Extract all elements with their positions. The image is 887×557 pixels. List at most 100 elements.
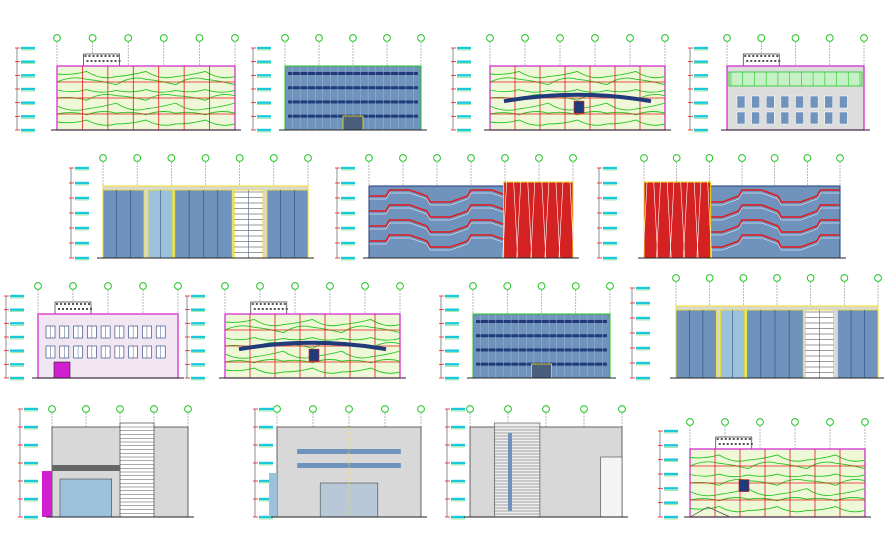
window — [766, 111, 775, 125]
grid-bubble — [467, 154, 475, 162]
roof-unit-louvre — [86, 308, 88, 310]
grid-bubble — [69, 282, 77, 290]
grid-bubble — [503, 282, 512, 290]
window — [751, 111, 760, 125]
grid-bubble — [705, 274, 714, 282]
level-tag — [445, 335, 459, 339]
red-feature-fin — [569, 181, 575, 259]
roof-unit-louvre — [255, 303, 258, 305]
elev-r3-1 — [4, 282, 184, 381]
grid-bubble — [860, 34, 868, 42]
roof-unit-louvre — [267, 303, 270, 305]
window — [751, 95, 760, 109]
level-tag — [191, 294, 205, 298]
level-tag — [259, 443, 273, 447]
green-wave-line — [56, 89, 236, 93]
grid-bubble — [661, 34, 669, 42]
grid-bubble — [773, 274, 781, 282]
roof-unit-louvre — [104, 55, 107, 57]
roof-unit-louvre — [90, 308, 92, 310]
elev-r3-4 — [630, 274, 884, 381]
roof-unit-louvre — [281, 308, 284, 310]
roof-unit-louvre — [112, 55, 115, 57]
roof-unit-louvre — [108, 55, 111, 57]
roof-unit-louvre — [756, 55, 759, 57]
roof-unit-louvre — [68, 303, 70, 305]
grid-bubble — [803, 154, 812, 162]
level-tag — [457, 101, 471, 104]
grid-bubble — [723, 34, 731, 42]
level-tag — [257, 87, 271, 91]
entrance-door — [531, 363, 552, 379]
level-tag — [191, 335, 205, 339]
level-tag — [451, 407, 465, 411]
roof-unit-louvre — [762, 60, 765, 62]
level-tag — [457, 60, 471, 63]
red-feature-fin — [502, 181, 507, 259]
level-tag — [341, 166, 355, 170]
green-wave-line — [689, 473, 866, 478]
small-door — [738, 479, 750, 492]
level-tag — [191, 322, 205, 325]
level-tag — [694, 46, 708, 50]
level-tag — [24, 497, 38, 501]
red-feature-volume — [503, 181, 574, 259]
green-wave-line — [224, 337, 401, 341]
level-tag — [21, 74, 35, 77]
red-feature-fin — [541, 181, 547, 259]
roof-unit-louvre — [744, 438, 747, 440]
level-tag — [75, 226, 89, 230]
red-feature-fin — [513, 181, 518, 259]
roof-unit-louvre — [740, 438, 743, 440]
green-wave-line — [56, 102, 236, 111]
roof-unit-louvre — [84, 303, 86, 305]
green-wave-line — [489, 77, 666, 86]
level-tag — [257, 115, 271, 118]
roof-unit-louvre — [774, 60, 777, 62]
roof-unit-louvre — [748, 55, 751, 57]
annex — [600, 456, 623, 518]
glass-entrance — [59, 478, 112, 518]
elev-r3-3 — [439, 282, 616, 381]
strip-window — [297, 463, 401, 468]
grid-bubble — [361, 282, 369, 290]
roof-unit-louvre — [88, 55, 91, 57]
level-tag — [75, 196, 89, 200]
grid-bubble — [417, 34, 425, 42]
level-tag — [21, 101, 35, 104]
level-tag — [664, 444, 678, 447]
roof-unit-louvre — [66, 308, 68, 310]
facade-panel — [469, 426, 623, 518]
level-tag — [694, 115, 708, 118]
level-tag — [10, 322, 24, 325]
level-tag — [603, 196, 617, 200]
red-feature-fin — [707, 181, 712, 259]
roof-unit-louvre — [88, 303, 90, 305]
level-tag — [694, 128, 708, 132]
green-wave-line — [489, 89, 666, 93]
level-tag — [341, 211, 355, 215]
level-tag — [24, 461, 38, 465]
elev-r3-2 — [185, 282, 406, 381]
entrance-door — [342, 115, 364, 131]
level-tag — [664, 458, 678, 461]
level-tag — [10, 294, 24, 298]
roof-unit-louvre — [728, 438, 731, 440]
grid-bubble — [606, 282, 614, 290]
grid-bubble — [221, 282, 229, 290]
window — [824, 111, 833, 125]
window — [736, 111, 746, 125]
roof-unit-louvre — [102, 60, 105, 62]
level-tag — [341, 226, 355, 230]
level-tag — [75, 256, 89, 260]
level-tag — [445, 322, 459, 325]
level-tag — [445, 308, 459, 311]
grid-bubble — [686, 418, 694, 426]
level-tag — [694, 60, 708, 63]
roof-unit-louvre — [764, 55, 767, 57]
grid-bubble — [326, 282, 334, 290]
grid-bubble — [466, 405, 474, 413]
roof-unit-louvre — [253, 308, 256, 310]
red-feature-fin — [527, 181, 533, 259]
